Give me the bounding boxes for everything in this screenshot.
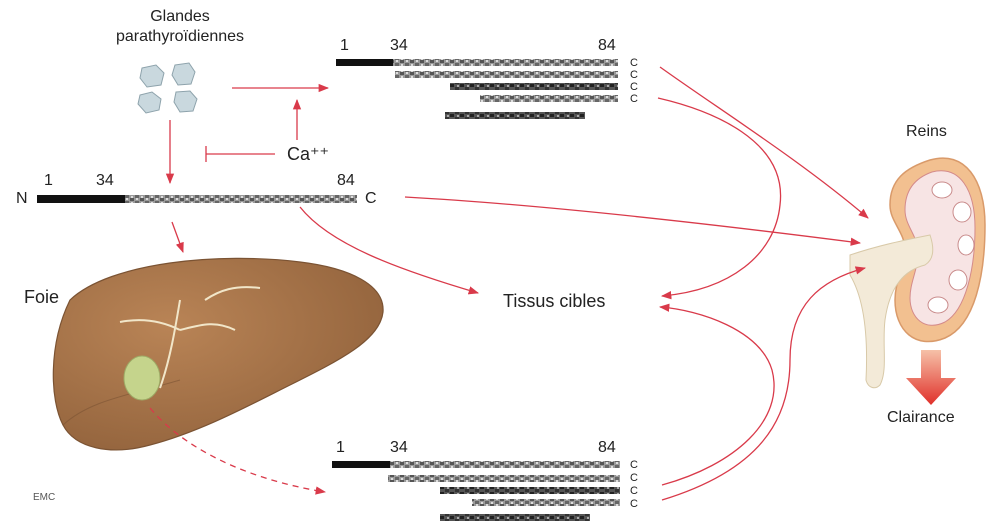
top-c-2: C (630, 69, 638, 81)
chain-active-segment (37, 195, 125, 203)
arrow-chain-to-kidney (405, 197, 860, 243)
secretion-fragments (336, 59, 618, 119)
arrow-liver-fragments-to-tissues (660, 307, 774, 485)
bottom-pos-1: 1 (336, 439, 345, 457)
pth-full-inactive-segment (393, 59, 618, 66)
target-tissues-label: Tissus cibles (503, 291, 605, 312)
fragment-bar (480, 95, 618, 102)
calcium-label: Ca⁺⁺ (287, 144, 329, 165)
bottom-c-2: C (630, 472, 638, 484)
top-c-3: C (630, 81, 638, 93)
kidney-icon (850, 158, 985, 388)
fragment-bar (450, 83, 618, 90)
top-pos-84: 84 (598, 37, 616, 55)
fragment-bar (472, 499, 620, 506)
bottom-pos-84: 84 (598, 439, 616, 457)
bottom-c-1: C (630, 459, 638, 471)
top-c-1: C (630, 57, 638, 69)
bottom-c-3: C (630, 485, 638, 497)
arrow-fragments-to-tissues (658, 98, 781, 296)
fragment-bar (445, 112, 585, 119)
chain-n-terminus: N (16, 190, 28, 208)
top-pos-1: 1 (340, 37, 349, 55)
clearance-label: Clairance (887, 409, 955, 427)
chain-c-terminus: C (365, 190, 377, 208)
fragment-bar (395, 71, 618, 78)
chain-inactive-segment (125, 195, 357, 203)
arrow-chain-to-liver (172, 222, 183, 252)
arrow-fragments-to-kidney (660, 67, 868, 218)
pth-chain (37, 195, 357, 203)
chain-pos-84: 84 (337, 172, 355, 190)
pth-full-active-segment (336, 59, 393, 66)
arrow-liver-fragments-to-kidney (662, 268, 865, 500)
fragment-active-segment (332, 461, 390, 468)
bottom-pos-34: 34 (390, 439, 408, 457)
kidney-label: Reins (906, 123, 947, 141)
bottom-c-4: C (630, 498, 638, 510)
fragment-bar (388, 475, 620, 482)
liver-icon (53, 258, 383, 450)
top-pos-34: 34 (390, 37, 408, 55)
parathyroid-glands-icon (138, 63, 197, 113)
fragment-inactive-segment (390, 461, 620, 468)
glands-label-line2: parathyroïdiennes (110, 28, 250, 46)
clairance-arrow-icon (906, 350, 956, 405)
liver-label: Foie (24, 287, 59, 308)
emc-logo: EMC (33, 492, 55, 503)
top-c-4: C (630, 93, 638, 105)
chain-pos-34: 34 (96, 172, 114, 190)
fragment-bar (440, 487, 620, 494)
liver-fragments (332, 461, 620, 521)
chain-pos-1: 1 (44, 172, 53, 190)
fragment-bar (440, 514, 590, 521)
glands-label-line1: Glandes (120, 8, 240, 26)
